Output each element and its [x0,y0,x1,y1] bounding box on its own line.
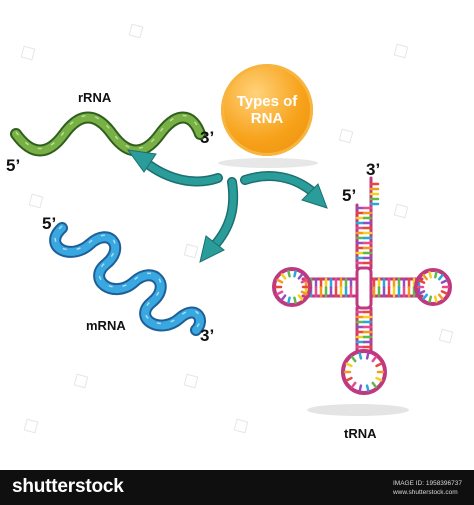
trna-loop-base [437,293,444,300]
trna-loop-base [300,290,308,296]
trna-loop-base [440,279,448,284]
footer-logo: shutterstock [12,476,124,497]
trna-shadow [307,404,409,416]
trna-loop-base [358,384,363,392]
trna-loop-base [422,274,429,281]
trna-loop-base [280,273,287,280]
trna-loop-base [365,384,370,392]
mrna-label: mRNA [86,318,126,333]
trna-loop-base [297,273,304,280]
arrowhead-trna [301,183,328,209]
trna-loop-base [280,294,287,301]
trna-loop-base [300,278,308,284]
trna-loop-base [276,290,284,296]
trna-5prime-label: 5’ [342,186,357,205]
trna-loop-base [418,279,426,284]
trna-loop-base [350,355,357,363]
trna-loop-base [297,294,304,301]
trna-anticodon-loop [341,349,387,395]
trna-loop-base [371,355,378,363]
trna-label: tRNA [344,426,377,441]
trna-loop-base [358,352,363,360]
trna-loop-base [293,296,297,304]
trna-3prime-label: 3’ [366,160,381,179]
trna-loop-base [440,290,448,295]
trna-loop-base [433,271,438,279]
footer-bar: shutterstock IMAGE ID: 1958396737 www.sh… [0,470,474,505]
footer-image-id: IMAGE ID: 1958396737 [392,480,462,487]
badge-shadow [218,158,318,168]
trna-left-loop [272,267,312,307]
mrna-highlight [54,225,201,329]
trna-loop-base [293,270,297,278]
arrows [126,149,328,263]
badge-title: Types of RNA [236,93,298,127]
mrna-strand-fill [51,224,204,334]
arrowhead-rrna [126,149,157,173]
footer-site: www.shutterstock.com [392,489,458,496]
footer-image-info: IMAGE ID: 1958396737 www.shutterstock.co… [393,479,462,497]
trna-center-junction [355,266,373,310]
trna-loop-base [422,293,429,300]
trna-loop-base [371,381,378,389]
trna-loop-base [345,376,353,382]
trna-molecule [272,176,452,395]
arrowhead-mrna [199,235,225,263]
trna-loop-base [287,270,291,278]
mrna-3prime-label: 3’ [200,326,215,345]
trna-loop-base [418,290,426,295]
diagram-svg [10,111,452,395]
trna-loop-base [365,352,370,360]
trna-loop-base [433,295,438,303]
trna-right-loop [414,268,452,306]
trna-loop-base [287,296,291,304]
trna-loop-base [276,278,284,284]
trna-loop-base [375,362,383,368]
trna-loop-base [375,376,383,382]
rrna-3prime-label: 3’ [200,128,215,147]
trna-loop-base [437,274,444,281]
rrna-label: rRNA [78,90,112,105]
types-of-rna-badge: Types of RNA [221,64,313,156]
trna-loop-base [345,362,353,368]
rrna-strand-fill [12,113,204,155]
trna-loop-base [350,381,357,389]
rrna-5prime-label: 5’ [6,156,21,175]
mrna-5prime-label: 5’ [42,214,57,233]
diagram-canvas: Types of RNA rRNA 5’ 3’ 5’ mRNA 3’ 3’ 5’… [6,23,454,441]
trna-loop-base [428,271,433,279]
trna-loop-base [428,295,433,303]
